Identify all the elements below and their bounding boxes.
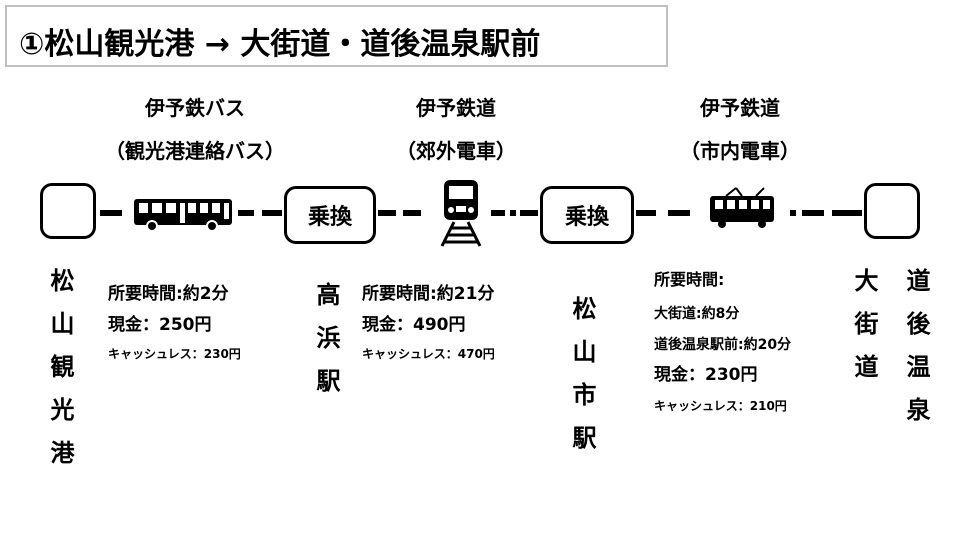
route-dash xyxy=(802,210,824,216)
destination-node xyxy=(864,183,920,239)
transfer-label: 乗換 xyxy=(307,205,352,230)
operator-suburban-name: 伊予鉄道 xyxy=(416,96,496,120)
route-dot xyxy=(510,210,516,216)
leg-cashless-fare: キャッシュレス：470円 xyxy=(362,347,495,361)
operator-bus-name: 伊予鉄バス xyxy=(145,96,245,120)
route-dash xyxy=(238,210,254,216)
route-dash xyxy=(262,210,282,216)
leg-time-okaido: 大街道:約8分 xyxy=(654,306,740,322)
suburban-train-icon xyxy=(440,180,482,247)
route-dash xyxy=(403,210,421,216)
origin-node xyxy=(40,183,96,239)
operator-suburban: 伊予鉄道 （郊外電車） xyxy=(326,92,586,164)
leg-time: 所要時間:約2分 xyxy=(108,284,229,304)
leg-cash-fare: 現金：250円 xyxy=(108,315,212,335)
station-dogo: 道後温泉 xyxy=(902,268,930,440)
leg-cash-fare: 現金：490円 xyxy=(362,315,466,335)
leg-cash-fare: 現金：230円 xyxy=(654,365,758,385)
operator-tram: 伊予鉄道 （市内電車） xyxy=(610,92,870,164)
route-dash xyxy=(520,210,538,216)
leg-cashless-fare: キャッシュレス：230円 xyxy=(108,347,241,361)
station-okaido: 大街道 xyxy=(850,268,878,397)
route-dash xyxy=(668,210,690,216)
leg-info-suburban: 所要時間:約21分 現金：490円 キャッシュレス：470円 xyxy=(362,284,495,361)
tram-icon xyxy=(710,187,774,228)
route-dash xyxy=(832,210,862,216)
route-dash xyxy=(491,210,505,216)
station-takahama: 高浜駅 xyxy=(312,282,340,411)
route-dash xyxy=(100,210,122,216)
transfer-node-matsuyamashi: 乗換 xyxy=(540,186,634,244)
leg-cashless-fare: キャッシュレス：210円 xyxy=(654,399,787,413)
leg-time-dogo: 道後温泉駅前:約20分 xyxy=(654,337,792,353)
operator-bus: 伊予鉄バス （観光港連絡バス） xyxy=(65,92,325,164)
transfer-node-takahama: 乗換 xyxy=(284,186,376,244)
operator-suburban-sub: （郊外電車） xyxy=(396,139,516,163)
operator-tram-sub: （市内電車） xyxy=(680,139,800,163)
bus-icon xyxy=(134,199,232,232)
leg-info-bus: 所要時間:約2分 現金：250円 キャッシュレス：230円 xyxy=(108,284,241,361)
page-title: ①松山観光港 → 大街道・道後温泉駅前 xyxy=(19,27,541,62)
station-matsuyamashi: 松山市駅 xyxy=(568,296,596,468)
leg-time: 所要時間:約21分 xyxy=(362,284,495,304)
operator-bus-sub: （観光港連絡バス） xyxy=(105,139,285,163)
route-dot xyxy=(790,210,796,216)
operator-tram-name: 伊予鉄道 xyxy=(700,96,780,120)
station-origin: 松山観光港 xyxy=(46,268,74,483)
title-box: ①松山観光港 → 大街道・道後温泉駅前 xyxy=(5,5,668,67)
route-dash xyxy=(636,210,656,216)
leg-time: 所要時間: xyxy=(654,270,725,289)
route-dash xyxy=(378,210,396,216)
transfer-label: 乗換 xyxy=(564,205,609,230)
leg-info-tram: 所要時間: 大街道:約8分 道後温泉駅前:約20分 現金：230円 キャッシュレ… xyxy=(654,270,792,413)
